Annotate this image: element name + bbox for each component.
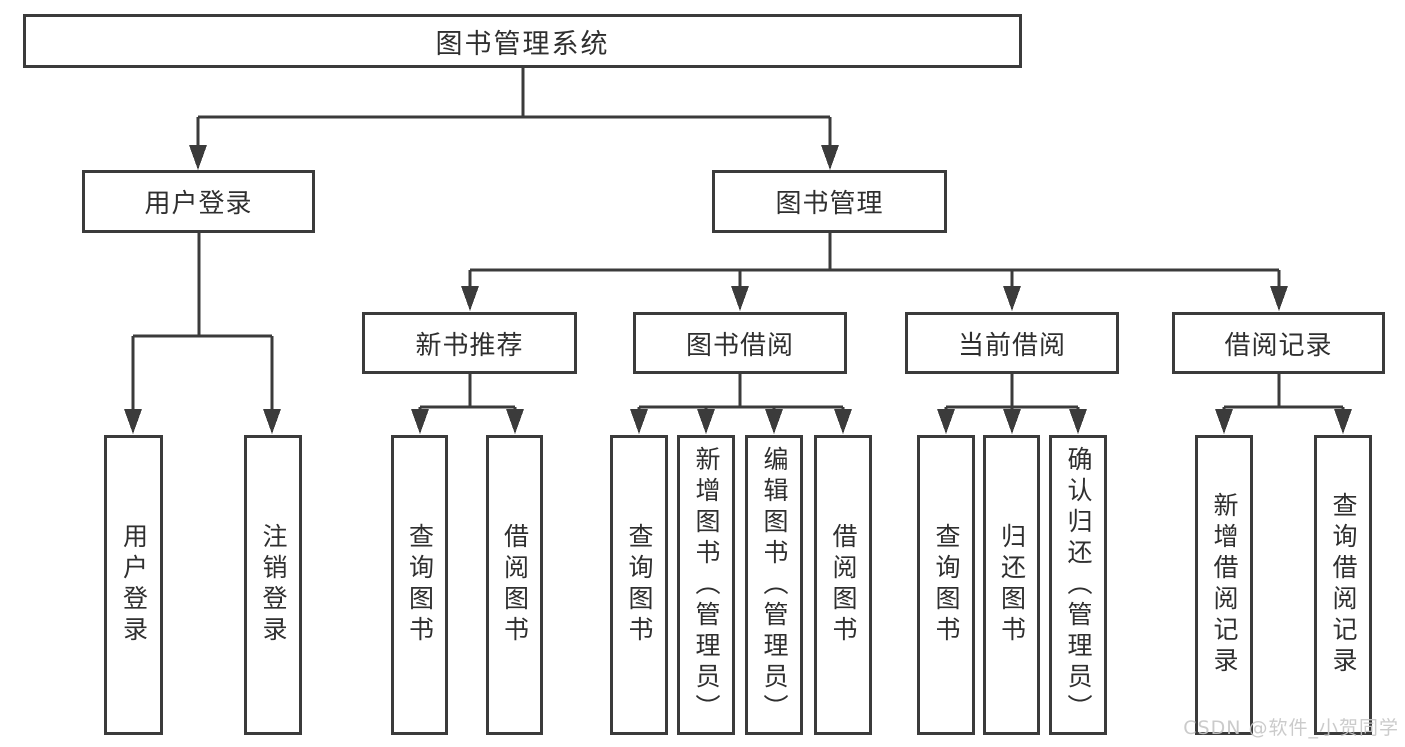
leaf-query-books-recommend: 查询图书 <box>391 435 448 735</box>
node-book-management: 图书管理 <box>712 170 947 233</box>
node-book-borrow: 图书借阅 <box>633 312 847 374</box>
node-book-borrow-label: 图书借阅 <box>685 330 794 361</box>
leaf-query-borrow-record: 查询借阅记录 <box>1314 435 1372 735</box>
leaf-query-books-current: 查询图书 <box>917 435 975 735</box>
leaf-add-borrow-record: 新增借阅记录 <box>1195 435 1253 735</box>
node-user-login: 用户登录 <box>82 170 315 233</box>
leaf-confirm-return-admin: 确认归还（管理员） <box>1049 435 1107 735</box>
connector-current-borrow-split <box>937 374 1087 434</box>
leaf-return-book-label: 归还图书 <box>997 523 1027 647</box>
leaf-confirm-return-admin-label: 确认归还（管理员） <box>1064 445 1093 725</box>
leaf-logout: 注销登录 <box>244 435 302 735</box>
leaf-edit-book-admin-label: 编辑图书（管理员） <box>760 445 789 725</box>
leaf-borrow-books: 借阅图书 <box>814 435 872 735</box>
leaf-query-books-borrow-label: 查询图书 <box>625 523 654 647</box>
node-current-borrow-label: 当前借阅 <box>957 330 1066 361</box>
node-borrow-records-label: 借阅记录 <box>1224 330 1333 361</box>
connector-book-borrow-split <box>630 374 852 434</box>
leaf-query-books-borrow: 查询图书 <box>610 435 668 735</box>
leaf-logout-label: 注销登录 <box>259 523 288 647</box>
leaf-query-books-current-label: 查询图书 <box>932 523 961 647</box>
leaf-add-book-admin-label: 新增图书（管理员） <box>692 445 721 725</box>
node-new-book-recommend: 新书推荐 <box>362 312 577 374</box>
leaf-query-borrow-record-label: 查询借阅记录 <box>1329 492 1358 678</box>
node-borrow-records: 借阅记录 <box>1172 312 1385 374</box>
connector-new-book-split <box>411 374 524 434</box>
node-current-borrow: 当前借阅 <box>905 312 1119 374</box>
leaf-borrow-books-recommend: 借阅图书 <box>486 435 543 735</box>
leaf-add-borrow-record-label: 新增借阅记录 <box>1210 492 1239 678</box>
connector-user-login-split <box>124 233 281 434</box>
leaf-borrow-books-label: 借阅图书 <box>829 523 858 647</box>
leaf-return-book: 归还图书 <box>983 435 1040 735</box>
connector-root-split <box>189 68 839 170</box>
node-library-system: 图书管理系统 <box>23 14 1022 68</box>
leaf-query-books-recommend-label: 查询图书 <box>405 523 435 647</box>
leaf-user-login-label: 用户登录 <box>119 523 149 647</box>
leaf-borrow-books-recommend-label: 借阅图书 <box>500 523 530 647</box>
leaf-add-book-admin: 新增图书（管理员） <box>677 435 735 735</box>
node-user-login-label: 用户登录 <box>144 189 253 219</box>
node-book-management-label: 图书管理 <box>775 189 884 219</box>
connector-book-management-split <box>461 233 1288 311</box>
leaf-user-login: 用户登录 <box>104 435 163 735</box>
node-new-book-recommend-label: 新书推荐 <box>415 330 524 361</box>
leaf-edit-book-admin: 编辑图书（管理员） <box>745 435 803 735</box>
node-library-system-label: 图书管理系统 <box>435 28 610 60</box>
csdn-watermark: CSDN @软件_小贺同学 <box>1183 717 1399 739</box>
connector-borrow-record-split <box>1215 374 1352 434</box>
